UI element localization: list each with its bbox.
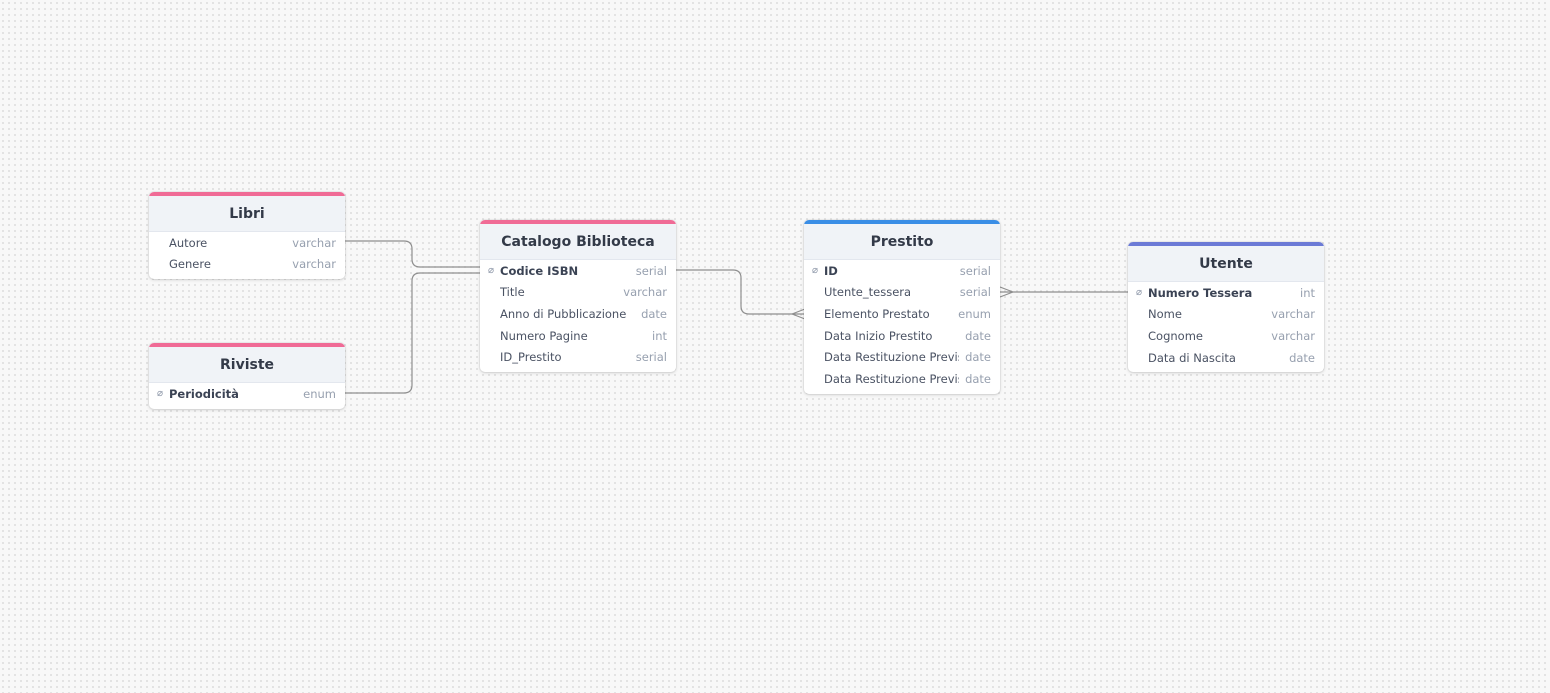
field-name: Data Restituzione Prevista [824,350,959,365]
field-name: Periodicità [169,386,239,401]
primary-key-icon: ⌀ [157,388,164,400]
field-type: int [652,328,667,343]
field-row[interactable]: Nome varchar [1128,304,1324,326]
table-title: Prestito [870,233,934,250]
table-header[interactable]: Utente [1128,242,1324,282]
field-list: ⌀ Periodicità enum [149,383,345,409]
field-row[interactable]: ⌀ Periodicità enum [149,383,345,405]
relation-libri-catalogo[interactable] [345,240,481,268]
table-title: Catalogo Biblioteca [501,233,655,250]
field-type: varchar [1271,328,1315,343]
field-type: date [965,371,991,386]
table-header[interactable]: Riviste [149,343,345,383]
field-name: Codice ISBN [500,263,579,278]
table-title: Libri [229,205,265,222]
field-name: Elemento Prestato [824,306,930,321]
crowfoot-prestito-utente [999,286,1014,298]
primary-key-icon: ⌀ [1136,287,1143,299]
field-row[interactable]: ⌀ Codice ISBN serial [480,260,676,282]
table-title: Utente [1199,255,1253,272]
field-name: Autore [169,235,208,250]
field-name: Numero Tessera [1148,285,1253,300]
table-title: Riviste [219,356,275,373]
field-row[interactable]: Title varchar [480,282,676,304]
field-type: varchar [292,257,336,272]
field-type: int [1300,285,1315,300]
field-name: Anno di Pubblicazione [500,306,627,321]
primary-key-icon: ⌀ [488,265,495,277]
table-header[interactable]: Prestito [804,220,1000,260]
field-name: Data di Nascita [1148,350,1236,365]
primary-key-icon: ⌀ [812,265,819,277]
field-row[interactable]: Anno di Pubblicazione date [480,303,676,325]
field-row[interactable]: Data Restituzione Prevista date [804,346,1000,368]
field-name: Genere [169,257,211,272]
field-type: serial [959,263,991,278]
field-name: Data Restituzione Prevista [824,371,959,386]
relation-riviste-catalogo[interactable] [345,272,481,394]
field-row[interactable]: Data Inizio Prestito date [804,325,1000,347]
field-name: Data Inizio Prestito [824,328,933,343]
field-name: Title [500,285,525,300]
field-name: Nome [1148,307,1182,322]
table-header[interactable]: Libri [149,192,345,232]
field-type: enum [303,386,336,401]
field-name: Numero Pagine [500,328,588,343]
field-type: date [1289,350,1315,365]
field-name: ID [824,263,838,278]
field-row[interactable]: Elemento Prestato enum [804,303,1000,325]
field-type: date [641,306,667,321]
field-type: serial [635,350,667,365]
crowfoot-prestito-elemento [791,308,806,320]
field-name: ID_Prestito [500,350,562,365]
field-type: varchar [623,285,667,300]
field-row[interactable]: Numero Pagine int [480,325,676,347]
field-type: date [965,350,991,365]
field-row[interactable]: Utente_tessera serial [804,282,1000,304]
field-row[interactable]: Data Restituzione Prevista date [804,368,1000,390]
field-row[interactable]: ⌀ ID serial [804,260,1000,282]
field-type: enum [958,306,991,321]
field-name: Cognome [1148,328,1203,343]
field-type: date [965,328,991,343]
field-type: serial [635,263,667,278]
field-row[interactable]: ⌀ Numero Tessera int [1128,282,1324,304]
field-type: serial [959,285,991,300]
table-riviste[interactable]: Riviste ⌀ Periodicità enum [149,343,345,409]
field-row[interactable]: Genere varchar [149,254,345,276]
field-row[interactable]: ID_Prestito serial [480,346,676,368]
field-row[interactable]: Autore varchar [149,232,345,254]
field-row[interactable]: Data di Nascita date [1128,347,1324,369]
field-row[interactable]: Cognome varchar [1128,325,1324,347]
relation-catalogo-prestito[interactable] [676,269,805,315]
table-header[interactable]: Catalogo Biblioteca [480,220,676,260]
field-name: Utente_tessera [824,285,912,300]
field-type: varchar [292,235,336,250]
field-type: varchar [1271,307,1315,322]
